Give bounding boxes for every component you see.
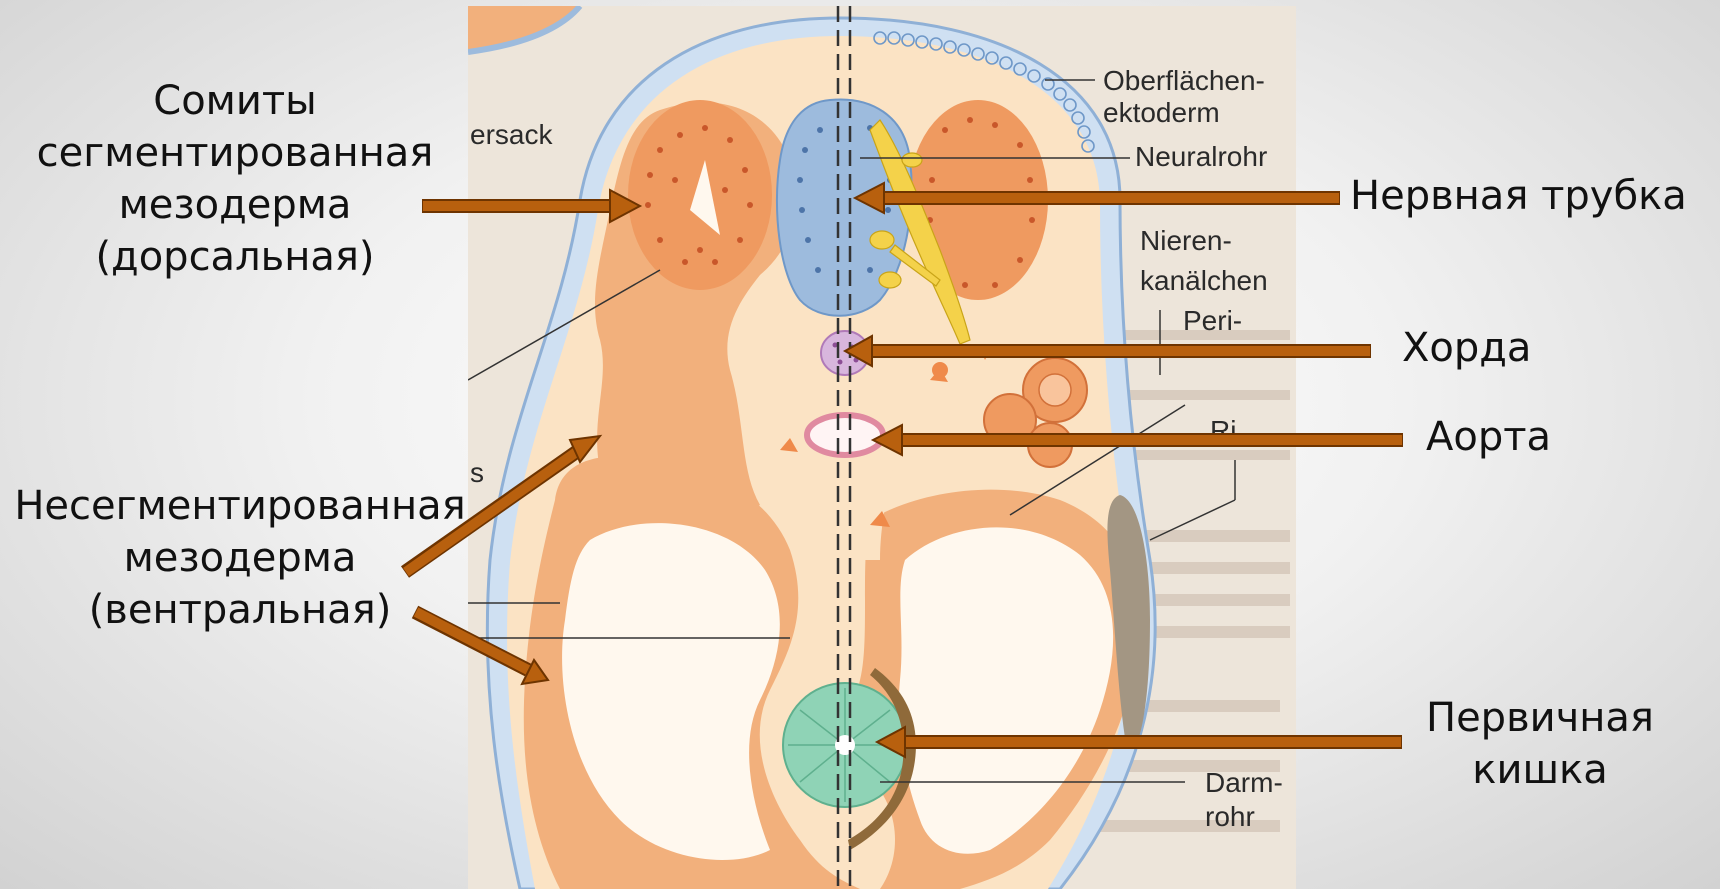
label-unsegmented-line-3: (вентральная) — [10, 584, 470, 636]
label-de-gut-tube-1: Darm- — [1205, 767, 1283, 798]
label-somites-line-1: Сомиты — [30, 75, 440, 127]
label-de-surface-ectoderm-2: ektoderm — [1103, 97, 1220, 128]
label-unsegmented-line-2: мезодерма — [10, 532, 470, 584]
label-de-left-partial-s: s — [470, 457, 484, 488]
label-de-gut-tube-2: rohr — [1205, 801, 1255, 832]
label-unsegmented-line-1: Несегментированная — [10, 480, 470, 532]
label-notochord: Хорда — [1402, 322, 1531, 374]
label-somites: Сомиты сегментированная мезодерма (дорса… — [30, 75, 440, 283]
label-de-surface-ectoderm-1: Oberflächen- — [1103, 65, 1265, 96]
label-unsegmented-mesoderm: Несегментированная мезодерма (вентральна… — [10, 480, 470, 636]
label-aorta: Аорта — [1426, 411, 1551, 463]
label-primitive-gut-line-2: кишка — [1405, 744, 1675, 796]
label-somites-line-4: (дорсальная) — [30, 231, 440, 283]
label-de-left-partial: ersack — [470, 119, 553, 150]
label-de-neural-tube: Neuralrohr — [1135, 141, 1267, 172]
label-primitive-gut-line-1: Первичная — [1405, 692, 1675, 744]
label-primitive-gut: Первичная кишка — [1405, 692, 1675, 796]
label-neural-tube: Нервная трубка — [1350, 170, 1687, 222]
label-de-nephric-tubules-2: kanälchen — [1140, 265, 1268, 296]
label-somites-line-2: сегментированная — [30, 127, 440, 179]
label-de-nephric-tubules-1: Nieren- — [1140, 225, 1232, 256]
label-de-peritoneum-1: Peri- — [1183, 305, 1242, 336]
aorta — [807, 415, 883, 455]
label-somites-line-3: мезодерма — [30, 179, 440, 231]
